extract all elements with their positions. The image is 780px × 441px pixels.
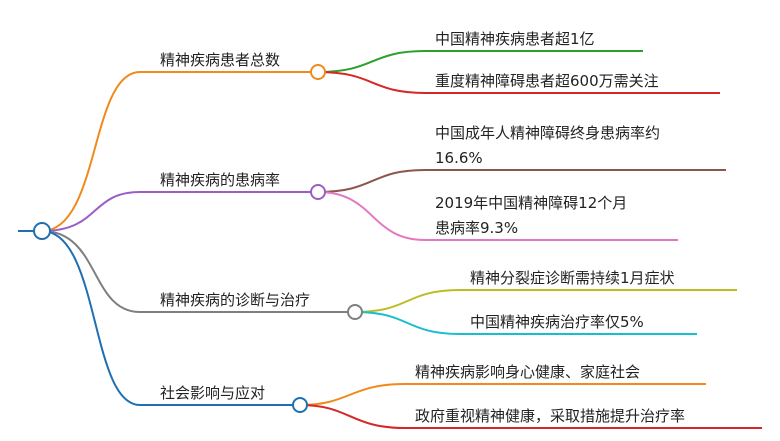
edge-b1-c2 xyxy=(317,71,720,94)
edge-b2-c2 xyxy=(317,191,678,241)
edge-root-b4 xyxy=(41,230,300,406)
edge-root-b1 xyxy=(41,71,318,232)
root-node[interactable] xyxy=(33,222,51,240)
leaf-label-3-1: 精神分裂症诊断需持续1月症状 xyxy=(470,269,675,287)
edge-root-b3 xyxy=(41,230,355,313)
leaf-label-1-1: 中国精神疾病患者超1亿 xyxy=(435,30,595,48)
leaf-label-2-1-line1: 中国成年人精神障碍终身患病率约 xyxy=(435,124,660,142)
edge-b2-c1 xyxy=(317,169,726,193)
edge-b1-c1 xyxy=(317,50,643,73)
edge-b4-c2 xyxy=(299,404,762,429)
branch-node-1[interactable] xyxy=(310,64,326,80)
branch-label-2: 精神疾病的患病率 xyxy=(160,171,280,189)
branch-label-4: 社会影响与应对 xyxy=(160,384,265,402)
leaf-label-3-2: 中国精神疾病治疗率仅5% xyxy=(470,313,644,331)
edge-root-b2 xyxy=(41,191,318,232)
branch-node-3[interactable] xyxy=(347,304,363,320)
branch-node-2[interactable] xyxy=(310,184,326,200)
branch-label-3: 精神疾病的诊断与治疗 xyxy=(160,291,310,309)
leaf-label-2-2-line1: 2019年中国精神障碍12个月 xyxy=(435,194,627,212)
leaf-label-2-2-line2: 患病率9.3% xyxy=(435,219,518,237)
edge-b4-c1 xyxy=(299,383,706,406)
branch-node-4[interactable] xyxy=(292,397,308,413)
branch-label-1: 精神疾病患者总数 xyxy=(160,51,280,69)
leaf-label-4-2: 政府重视精神健康，采取措施提升治疗率 xyxy=(415,407,685,425)
leaf-label-1-2: 重度精神障碍患者超600万需关注 xyxy=(435,72,659,90)
edge-b3-c2 xyxy=(354,311,697,335)
edge-b3-c1 xyxy=(354,289,737,313)
leaf-label-4-1: 精神疾病影响身心健康、家庭社会 xyxy=(415,363,640,381)
leaf-label-2-1-line2: 16.6% xyxy=(435,149,483,167)
